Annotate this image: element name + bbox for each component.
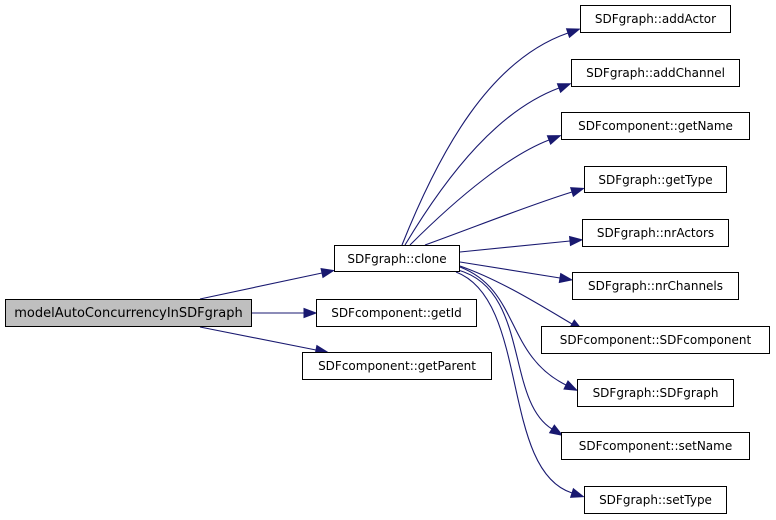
- function-node-addActor[interactable]: SDFgraph::addActor: [580, 5, 731, 33]
- node-label: SDFcomponent::setName: [578, 439, 733, 453]
- arrowhead-icon: [565, 28, 581, 39]
- edge-root-to-getParent: [199, 326, 317, 351]
- root-function-node: modelAutoConcurrencyInSDFgraph: [5, 299, 252, 327]
- edge-clone-to-addActor: [401, 32, 569, 246]
- arrowhead-icon: [569, 487, 585, 498]
- function-node-clone[interactable]: SDFgraph::clone: [334, 245, 460, 272]
- arrowhead-icon: [320, 267, 336, 279]
- arrowhead-icon: [569, 187, 585, 198]
- edge-clone-to-addChannel: [404, 87, 560, 246]
- node-label: SDFgraph::SDFgraph: [592, 386, 719, 400]
- edge-clone-to-nrActors: [459, 240, 571, 253]
- edge-clone-to-getType: [424, 191, 573, 246]
- function-node-sdfgraph[interactable]: SDFgraph::SDFgraph: [577, 379, 734, 407]
- edge-clone-to-sdfgraph: [459, 266, 567, 386]
- function-node-nrChannels[interactable]: SDFgraph::nrChannels: [572, 272, 739, 300]
- arrowhead-icon: [303, 307, 318, 319]
- arrowhead-icon: [558, 272, 574, 284]
- node-label: SDFgraph::clone: [347, 251, 447, 266]
- edge-clone-to-setName: [457, 269, 553, 430]
- function-node-addChannel[interactable]: SDFgraph::addChannel: [571, 59, 740, 87]
- arrowhead-icon: [548, 424, 564, 437]
- function-node-getType[interactable]: SDFgraph::getType: [584, 166, 727, 193]
- node-label: SDFgraph::nrActors: [596, 226, 715, 240]
- function-node-nrActors[interactable]: SDFgraph::nrActors: [582, 219, 729, 247]
- function-node-setName[interactable]: SDFcomponent::setName: [561, 432, 750, 460]
- arrowhead-icon: [546, 135, 562, 146]
- arrowhead-icon: [568, 235, 584, 247]
- edge-clone-to-sdfcomponent: [459, 265, 573, 325]
- function-node-setType[interactable]: SDFgraph::setType: [584, 486, 727, 514]
- function-node-getName[interactable]: SDFcomponent::getName: [561, 112, 750, 140]
- node-label: SDFcomponent::getParent: [318, 359, 476, 373]
- node-label: SDFcomponent::getId: [331, 306, 462, 320]
- function-node-getParent[interactable]: SDFcomponent::getParent: [302, 352, 492, 380]
- function-node-getId[interactable]: SDFcomponent::getId: [316, 299, 477, 327]
- node-label: SDFgraph::setType: [599, 493, 712, 507]
- node-label: SDFcomponent::SDFcomponent: [559, 333, 752, 347]
- edge-clone-to-setType: [455, 271, 573, 494]
- function-node-sdfcomponent[interactable]: SDFcomponent::SDFcomponent: [541, 326, 770, 354]
- arrowhead-icon: [556, 83, 572, 94]
- node-label: SDFgraph::addChannel: [586, 66, 725, 80]
- node-label: SDFgraph::addActor: [594, 12, 717, 26]
- node-label: modelAutoConcurrencyInSDFgraph: [14, 305, 243, 321]
- node-label: SDFcomponent::getName: [578, 119, 733, 133]
- edge-clone-to-nrChannels: [459, 261, 561, 279]
- node-label: SDFgraph::getType: [598, 172, 713, 187]
- edge-clone-to-getName: [409, 139, 550, 246]
- node-label: SDFgraph::nrChannels: [587, 279, 724, 293]
- arrowhead-icon: [563, 380, 579, 391]
- edge-root-to-clone: [199, 272, 323, 300]
